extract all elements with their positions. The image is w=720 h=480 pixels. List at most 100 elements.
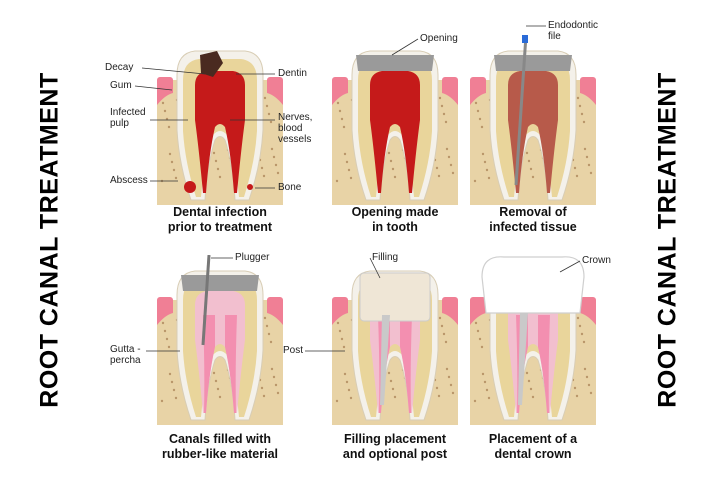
bone-speck — [170, 160, 174, 164]
abscess-left — [184, 181, 196, 193]
bone-speck — [449, 163, 453, 167]
filling-block — [359, 272, 431, 322]
bone-speck — [263, 316, 267, 320]
gum-left — [470, 297, 486, 305]
bone-speck — [216, 167, 220, 171]
bone-speck — [389, 159, 393, 163]
bone-speck — [525, 151, 529, 155]
label-line: percha — [110, 355, 141, 366]
bone-speck — [435, 386, 439, 390]
bone-speck — [531, 395, 535, 399]
caption-line: dental crown — [494, 447, 572, 461]
bone-speck — [216, 387, 220, 391]
bone-speck — [583, 367, 587, 371]
bone-speck — [262, 394, 266, 398]
bone-speck — [172, 388, 176, 392]
label-abscess: Abscess — [110, 175, 148, 186]
bone-speck — [576, 316, 580, 320]
bone-speck — [481, 152, 485, 156]
caption-canals-filled: Canals filled with rubber-like material — [130, 432, 310, 462]
bone-speck — [451, 171, 455, 175]
bone-speck — [578, 324, 582, 328]
label-dentin: Dentin — [278, 68, 307, 79]
label-decay: Decay — [105, 62, 134, 73]
bone-speck — [487, 396, 491, 400]
caption-line: prior to treatment — [167, 220, 273, 234]
bone-speck — [345, 160, 349, 164]
bone-speck — [582, 340, 586, 344]
bone-speck — [342, 345, 346, 349]
bone-speck — [576, 96, 580, 100]
bone-speck — [580, 332, 584, 336]
tooth-illustration-infected — [157, 50, 283, 205]
bone-speck — [444, 340, 448, 344]
plugger-tool — [201, 255, 211, 346]
bone-speck — [485, 168, 489, 172]
tooth-pulp — [370, 71, 420, 193]
post-rod — [518, 313, 528, 405]
bone-speck — [212, 371, 216, 375]
bone-speck — [573, 166, 577, 170]
bone-speck — [480, 125, 484, 129]
caption-line: Canals filled with — [168, 432, 272, 446]
label-filling: Filling — [372, 252, 399, 263]
bone-speck — [263, 96, 267, 100]
gum-right — [580, 77, 596, 85]
bone-speck — [483, 380, 487, 384]
opening-cavity — [356, 55, 434, 71]
bone-speck — [160, 179, 164, 183]
bone-speck — [338, 109, 342, 113]
bone-speck — [578, 104, 582, 108]
label-gum: Gum — [110, 80, 132, 91]
bone-speck — [438, 96, 442, 100]
bone-speck — [473, 399, 477, 403]
label-line: pulp — [110, 118, 129, 129]
bone-speck — [265, 324, 269, 328]
gutta-percha-fill — [203, 315, 237, 413]
caption-line: Opening made — [351, 205, 439, 219]
tooth-illustration-opening — [332, 50, 458, 205]
bone-speck — [267, 112, 271, 116]
bone-speck — [338, 329, 342, 333]
bone-speck — [265, 104, 269, 108]
panel-filling: Filling placement and optional post — [320, 255, 470, 461]
bone-speck — [335, 179, 339, 183]
bone-speck — [274, 163, 278, 167]
label-nerves: Nerves, blood vessels — [278, 112, 312, 145]
bone-speck — [270, 147, 274, 151]
bone-speck — [474, 321, 478, 325]
tooth-illustration-removal — [470, 35, 596, 205]
gum-left — [470, 77, 486, 85]
bone-speck — [163, 329, 167, 333]
bone-speck — [445, 367, 449, 371]
bone-speck — [336, 101, 340, 105]
bone-speck — [529, 167, 533, 171]
bone-speck — [393, 175, 397, 179]
bone-speck — [343, 152, 347, 156]
gum-left — [332, 297, 348, 305]
gum-left — [157, 297, 173, 305]
bone-speck — [269, 120, 273, 124]
bone-speck — [172, 168, 176, 172]
bone-speck — [527, 159, 531, 163]
bone-speck — [349, 396, 353, 400]
caption-removal: Removal of infected tissue — [443, 205, 623, 235]
label-gutta-percha: Gutta - percha — [110, 344, 141, 366]
bone-speck — [347, 168, 351, 172]
label-crown: Crown — [582, 255, 611, 266]
tooth-illustration-filled — [157, 255, 283, 425]
bone-speck — [478, 117, 482, 121]
label-opening: Opening — [420, 33, 458, 44]
label-line: vessels — [278, 134, 312, 145]
bone-speck — [585, 375, 589, 379]
bone-speck — [387, 151, 391, 155]
bone-speck — [587, 163, 591, 167]
bone-speck — [451, 391, 455, 395]
bone-speck — [573, 386, 577, 390]
tooth-illustration-post — [332, 270, 458, 425]
bone-speck — [165, 337, 169, 341]
bone-speck — [481, 372, 485, 376]
bone-speck — [343, 372, 347, 376]
label-post: Post — [283, 345, 304, 356]
